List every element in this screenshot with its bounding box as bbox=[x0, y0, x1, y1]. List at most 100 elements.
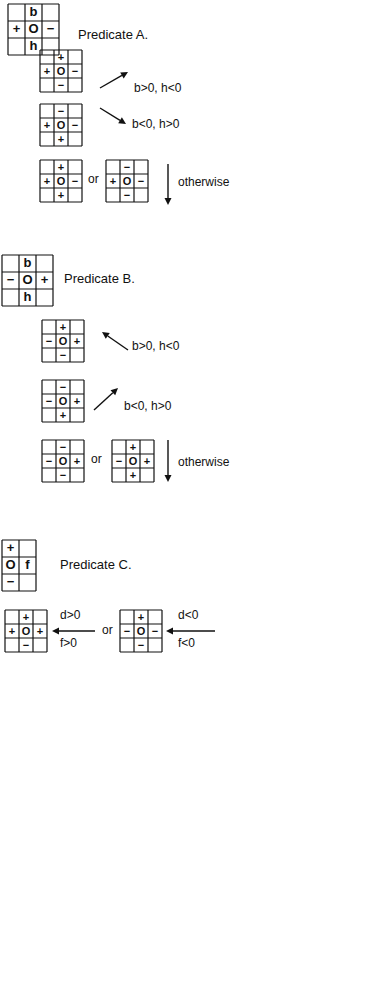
arrow-head bbox=[102, 332, 110, 339]
grid-cell-sign: O bbox=[54, 64, 68, 78]
or-label: or bbox=[91, 453, 102, 467]
grid-cell-sign: − bbox=[54, 78, 68, 92]
grid-cell-sign: − bbox=[120, 624, 134, 638]
grid-line bbox=[125, 440, 126, 482]
gradient-arrow bbox=[100, 72, 128, 88]
grid-cell-sign: O bbox=[25, 21, 42, 38]
grid-line bbox=[52, 255, 53, 306]
arrow-head bbox=[120, 72, 128, 79]
grid-cell-sign: + bbox=[54, 160, 68, 174]
sign-grid bbox=[42, 440, 84, 482]
grid-cell-sign: − bbox=[68, 64, 82, 78]
arrow-head bbox=[166, 628, 173, 635]
or-label: or bbox=[88, 173, 99, 187]
grid-line bbox=[67, 50, 68, 92]
grid-cell-sign: O bbox=[56, 394, 70, 408]
grid-line bbox=[81, 50, 82, 92]
arrow-shaft bbox=[100, 75, 122, 88]
grid-line bbox=[40, 91, 82, 92]
grid-cell-sign: + bbox=[40, 64, 54, 78]
grid-line bbox=[39, 50, 40, 92]
condition-label: otherwise bbox=[178, 456, 229, 470]
grid-line bbox=[42, 421, 84, 422]
grid-line bbox=[53, 50, 54, 92]
grid-cell-sign: O bbox=[120, 174, 134, 188]
grid-line bbox=[69, 380, 70, 422]
sign-grid bbox=[2, 255, 53, 306]
grid-line bbox=[40, 131, 82, 132]
grid-cell-sign: h bbox=[25, 38, 42, 55]
grid-line bbox=[18, 255, 19, 306]
arrow-head bbox=[118, 117, 126, 124]
condition-label: f>0 bbox=[60, 637, 77, 651]
grid-line bbox=[106, 187, 148, 188]
grid-line bbox=[40, 145, 82, 146]
grid-cell-sign: − bbox=[56, 348, 70, 362]
grid-cell-sign: + bbox=[33, 624, 47, 638]
grid-cell-sign: − bbox=[2, 574, 19, 591]
grid-line bbox=[46, 610, 47, 652]
gradient-arrow bbox=[52, 628, 95, 635]
grid-line bbox=[69, 320, 70, 362]
grid-line bbox=[119, 610, 120, 652]
grid-line bbox=[39, 160, 40, 202]
arrow-head bbox=[110, 388, 118, 395]
condition-label: b<0, h>0 bbox=[124, 400, 171, 414]
grid-cell-sign: − bbox=[42, 394, 56, 408]
gradient-arrow bbox=[102, 332, 128, 350]
grid-cell-sign: O bbox=[56, 454, 70, 468]
sign-grid bbox=[42, 380, 84, 422]
grid-line bbox=[133, 160, 134, 202]
grid-cell-sign: + bbox=[54, 132, 68, 146]
grid-line bbox=[83, 380, 84, 422]
grid-cell-sign: + bbox=[19, 610, 33, 624]
grid-line bbox=[120, 637, 162, 638]
grid-cell-sign: − bbox=[56, 380, 70, 394]
gradient-arrow bbox=[165, 440, 172, 482]
grid-cell-sign: − bbox=[68, 118, 82, 132]
predicate-title: Predicate C. bbox=[60, 558, 132, 573]
grid-cell-sign: + bbox=[70, 334, 84, 348]
grid-line bbox=[1, 255, 2, 306]
grid-line bbox=[41, 380, 42, 422]
grid-line bbox=[42, 379, 84, 380]
sign-grid bbox=[106, 160, 148, 202]
grid-line bbox=[153, 440, 154, 482]
grid-line bbox=[81, 104, 82, 146]
grid-line bbox=[24, 4, 25, 55]
grid-cell-sign: O bbox=[54, 174, 68, 188]
grid-cell-sign: + bbox=[56, 320, 70, 334]
grid-cell-sign: + bbox=[54, 50, 68, 64]
gradient-arrow bbox=[94, 388, 118, 410]
sign-grid bbox=[2, 540, 36, 591]
grid-cell-sign: + bbox=[134, 610, 148, 624]
grid-line bbox=[58, 4, 59, 55]
grid-line bbox=[147, 160, 148, 202]
grid-line bbox=[42, 347, 84, 348]
arrow-shaft bbox=[108, 336, 128, 350]
grid-line bbox=[5, 623, 47, 624]
grid-line bbox=[55, 380, 56, 422]
grid-line bbox=[42, 393, 84, 394]
grid-line bbox=[42, 319, 84, 320]
grid-line bbox=[42, 439, 84, 440]
grid-line bbox=[2, 305, 53, 306]
grid-cell-sign: − bbox=[134, 638, 148, 652]
or-label: or bbox=[102, 624, 113, 638]
grid-line bbox=[39, 104, 40, 146]
arrow-head bbox=[165, 475, 172, 482]
grid-cell-sign: b bbox=[19, 255, 36, 272]
grid-cell-sign: + bbox=[140, 454, 154, 468]
grid-line bbox=[40, 103, 82, 104]
grid-cell-sign: − bbox=[2, 272, 19, 289]
grid-line bbox=[112, 467, 154, 468]
grid-line bbox=[53, 104, 54, 146]
grid-line bbox=[112, 439, 154, 440]
grid-cell-sign: O bbox=[19, 624, 33, 638]
grid-cell-sign: − bbox=[54, 104, 68, 118]
grid-cell-sign: O bbox=[56, 334, 70, 348]
predicate-title: Predicate B. bbox=[64, 272, 135, 287]
arrow-shaft bbox=[173, 630, 215, 631]
grid-cell-sign: + bbox=[126, 440, 140, 454]
